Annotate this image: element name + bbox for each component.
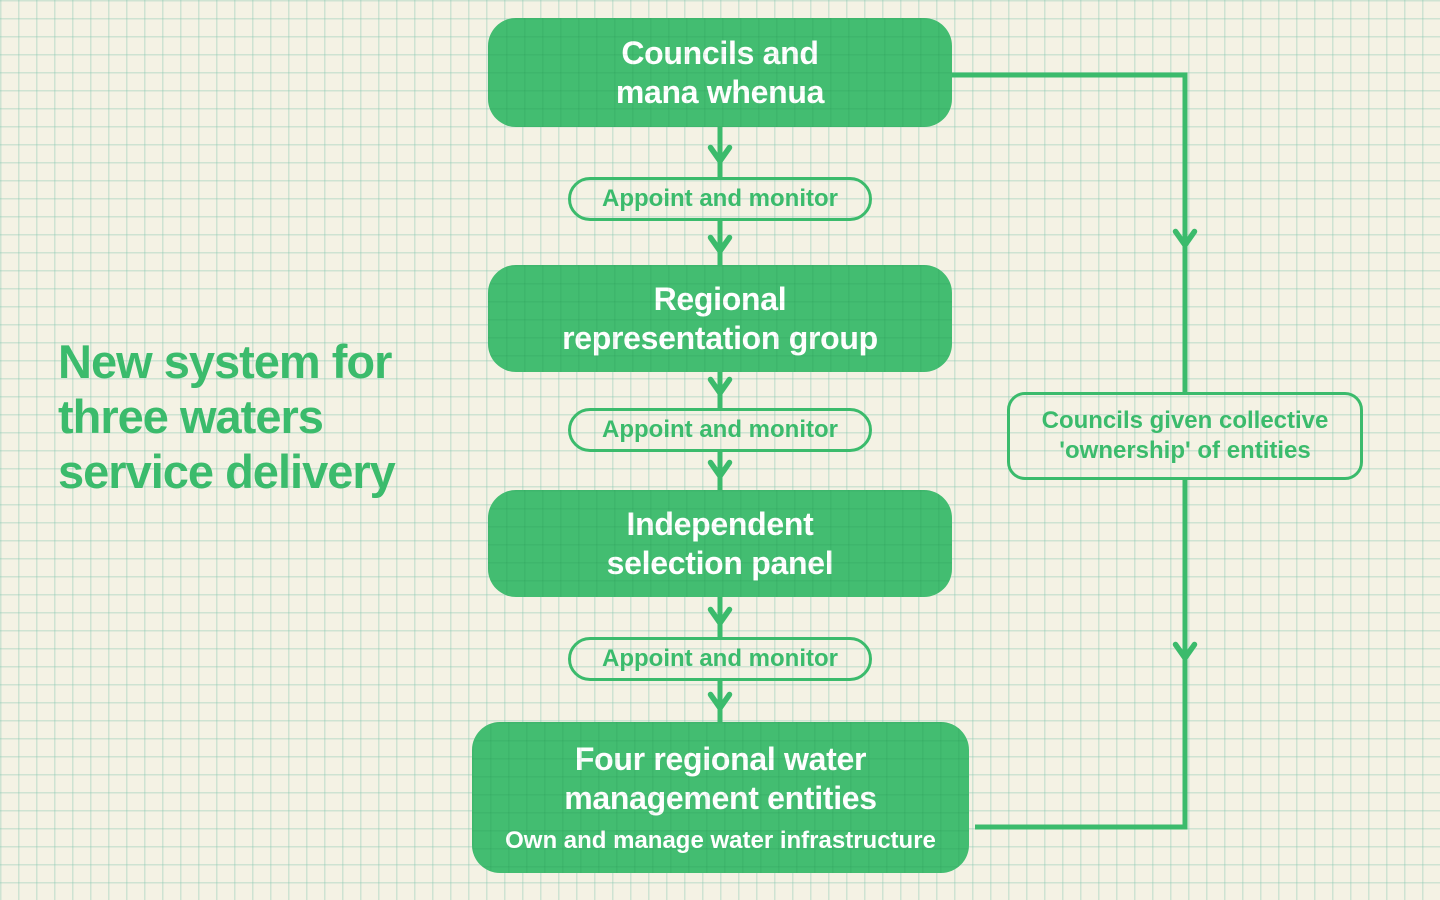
node-label-line: Councils and	[621, 34, 819, 71]
page-title-line: service delivery	[58, 445, 396, 498]
pill-appoint-and-monitor-1: Appoint and monitor	[568, 177, 872, 221]
node-label-line: Regional	[653, 280, 787, 317]
node-subtitle: Own and manage water infrastructure	[505, 827, 936, 854]
arrowhead-icon	[707, 144, 1198, 711]
node-label-line: mana whenua	[615, 73, 825, 110]
node-label-line: Four regional water	[574, 741, 867, 777]
node-label-line: management entities	[564, 780, 877, 816]
node-regional-representation-group: Regional representation group	[488, 265, 952, 372]
pill-label: Appoint and monitor	[602, 645, 838, 672]
side-label-line: 'ownership' of entities	[1059, 437, 1311, 464]
node-councils-mana-whenua: Councils and mana whenua	[488, 18, 952, 127]
node-label-line: selection panel	[606, 544, 834, 581]
page-title-line: three waters	[58, 390, 324, 443]
node-label-line: Independent	[626, 505, 814, 542]
pill-appoint-and-monitor-3: Appoint and monitor	[568, 637, 872, 681]
pill-label: Appoint and monitor	[602, 416, 838, 443]
page-title-line: New system for	[58, 335, 392, 388]
flow-line	[717, 72, 1188, 830]
side-label-collective-ownership: Councils given collective 'ownership' of…	[1007, 392, 1363, 480]
node-independent-selection-panel: Independent selection panel	[488, 490, 952, 597]
page-title: New system for three waters service deli…	[58, 334, 396, 499]
node-four-regional-water-entities: Four regional water management entities …	[472, 722, 969, 873]
pill-label: Appoint and monitor	[602, 185, 838, 212]
side-label-line: Councils given collective	[1041, 407, 1329, 434]
pill-appoint-and-monitor-2: Appoint and monitor	[568, 408, 872, 452]
node-label-line: representation group	[562, 319, 878, 356]
